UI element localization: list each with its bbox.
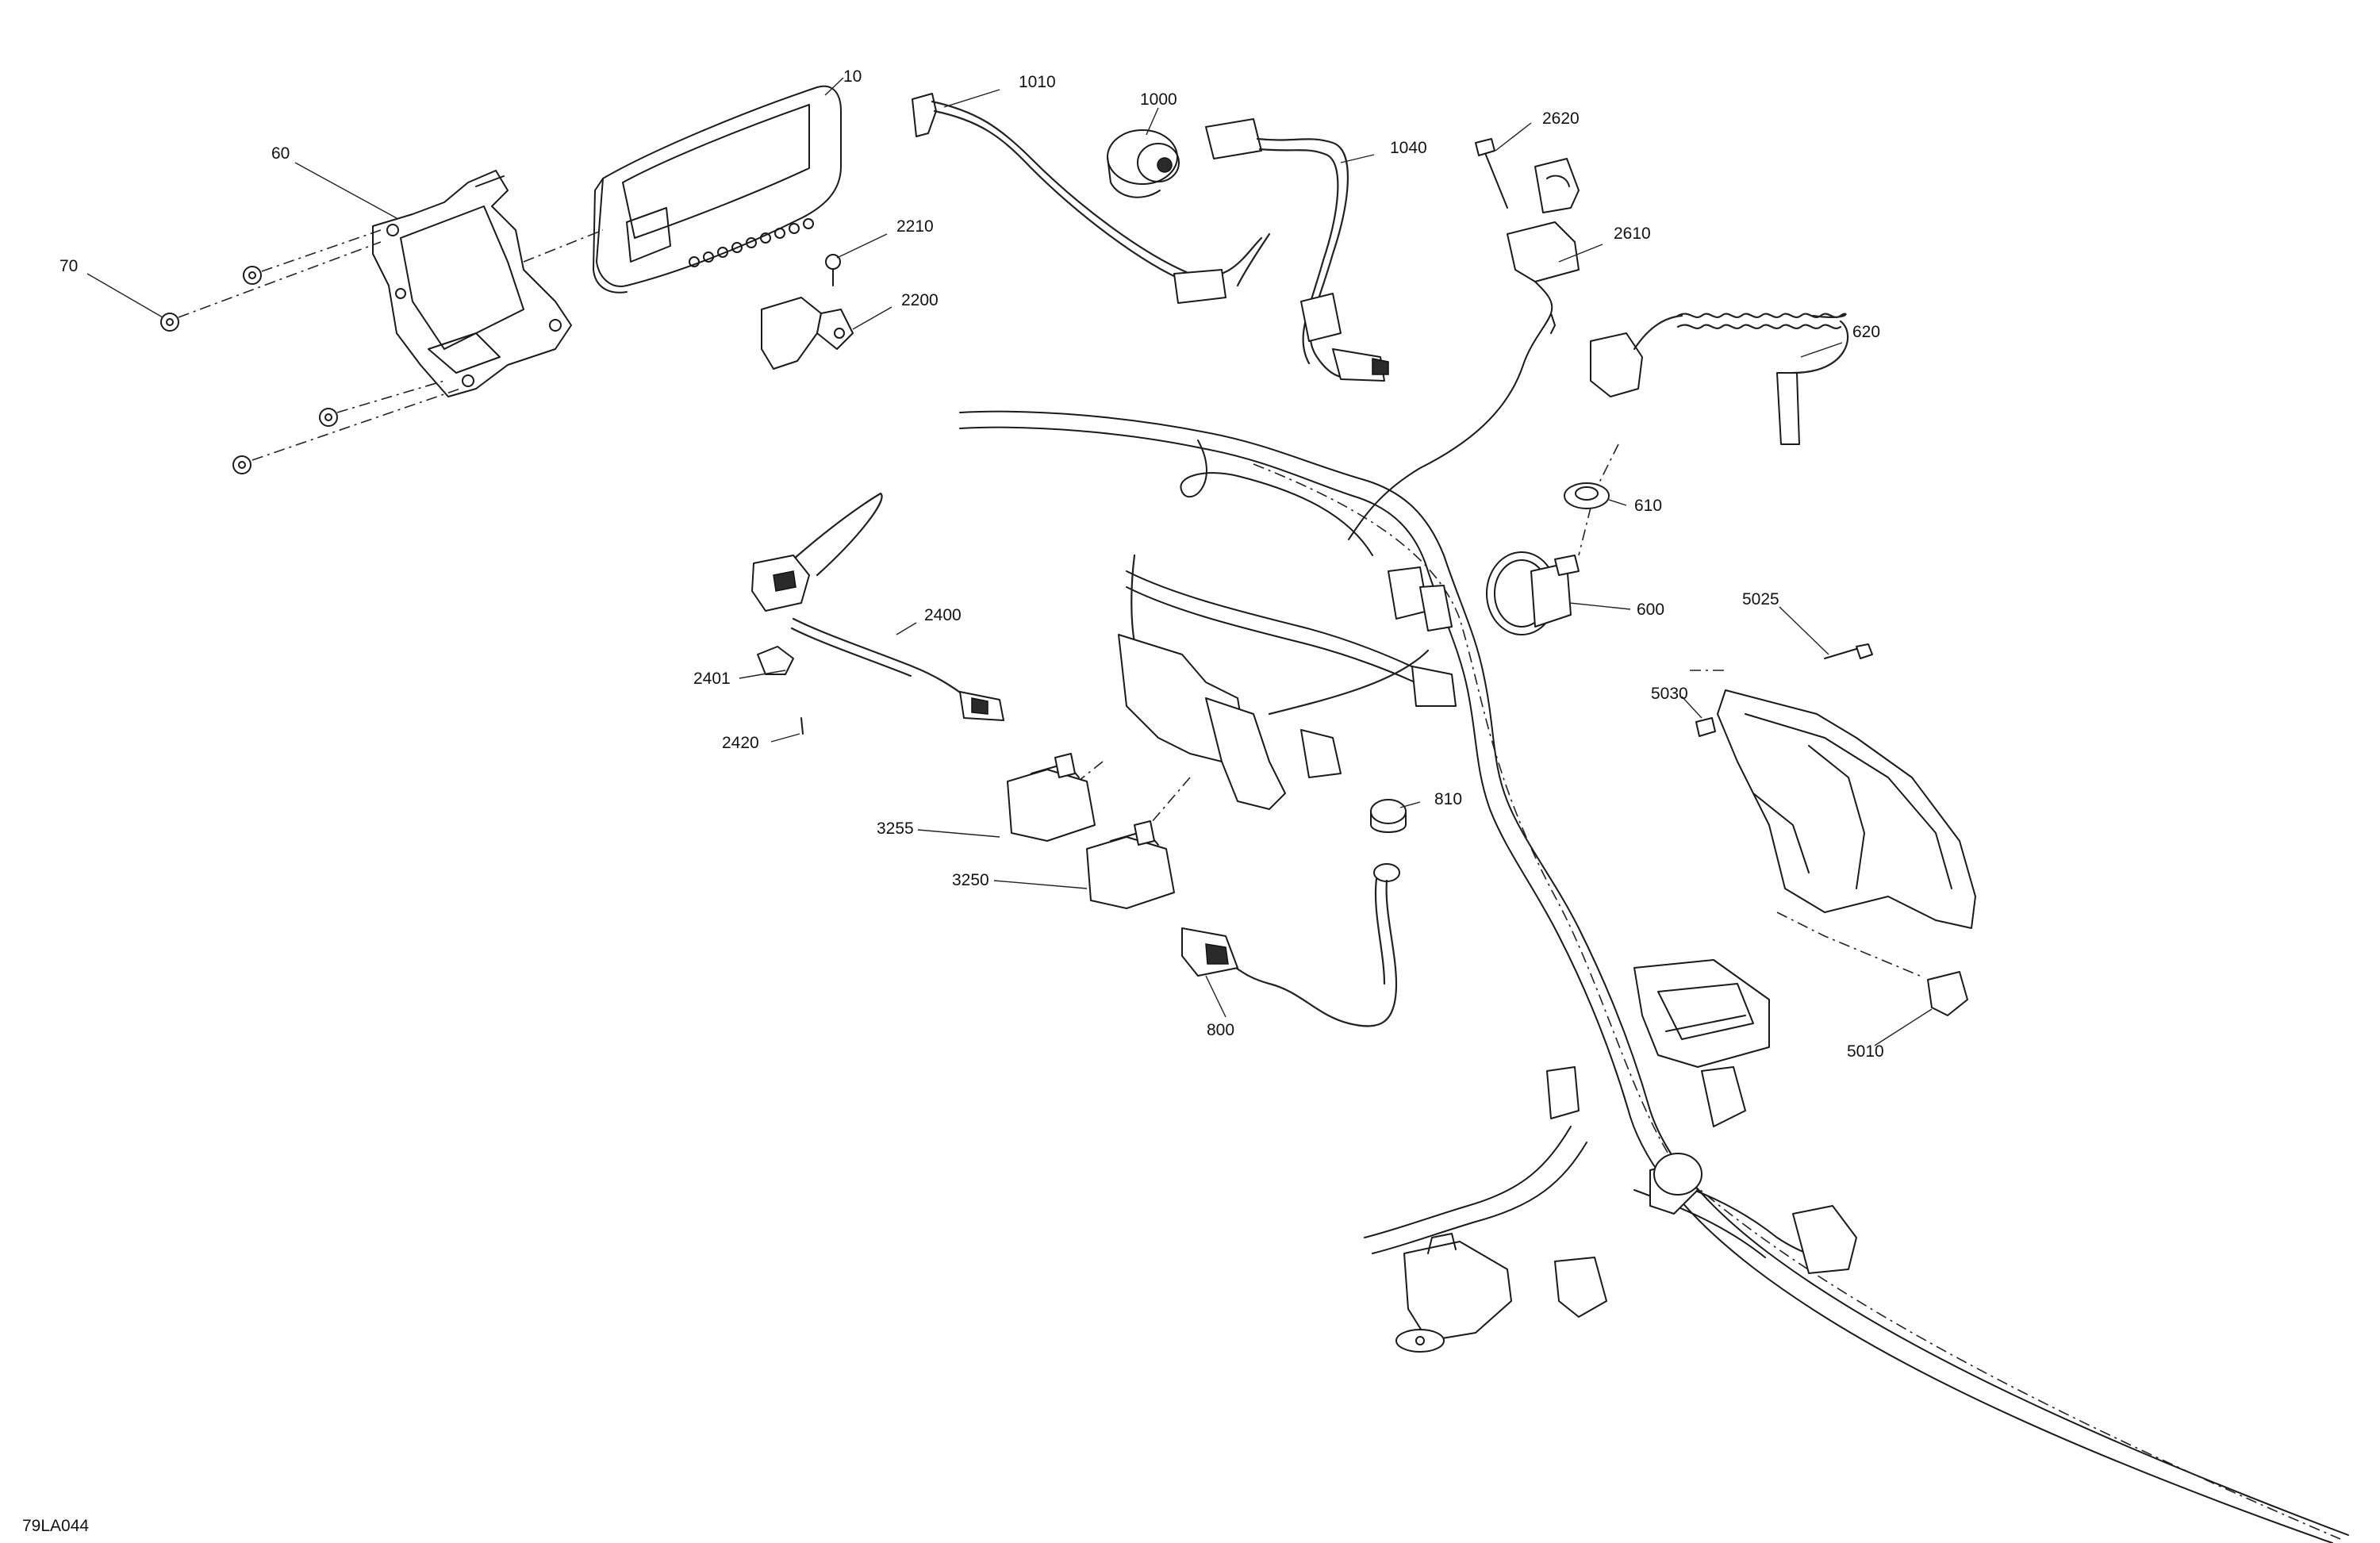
- callout-70: 70: [60, 257, 78, 275]
- callout-800: 800: [1207, 1021, 1234, 1039]
- screw-3: [319, 408, 338, 427]
- harness-lead-part-1010: [912, 93, 1271, 304]
- switch-part-3255: [1007, 753, 1096, 842]
- callout-810: 810: [1434, 790, 1462, 808]
- tether-cord-part-620: [1590, 313, 1849, 445]
- callout-620: 620: [1852, 323, 1880, 341]
- leader-lines: [86, 77, 1933, 1046]
- ecm-module: [1695, 643, 1976, 1016]
- drawing-code: 79LA044: [22, 1517, 89, 1535]
- relay-connector-lower: [1554, 1257, 1607, 1318]
- callout-2610: 2610: [1614, 225, 1651, 243]
- callout-1010: 1010: [1019, 73, 1056, 91]
- switch-part-3250: [1086, 820, 1175, 909]
- callout-60: 60: [271, 144, 290, 163]
- ring-nut-part-610: [1564, 482, 1610, 509]
- callout-5025: 5025: [1742, 590, 1779, 608]
- relay-part-2610: [1348, 138, 1580, 540]
- harness-part-1040: [1205, 118, 1389, 382]
- callout-10: 10: [843, 67, 862, 86]
- callout-2620: 2620: [1542, 109, 1580, 128]
- callout-2401: 2401: [693, 670, 731, 688]
- callout-3255: 3255: [877, 819, 914, 838]
- callout-labels: 10 60 70 1010 1000 1040 2620 2610 2210 2…: [60, 67, 1884, 1061]
- harness-connectors-lower: [1546, 1066, 1857, 1274]
- callout-610: 610: [1634, 497, 1662, 515]
- callout-5010: 5010: [1847, 1042, 1884, 1061]
- callout-5030: 5030: [1651, 685, 1688, 703]
- callout-600: 600: [1637, 601, 1664, 619]
- screw-2: [243, 266, 262, 285]
- main-wiring-harness: [959, 410, 2349, 1543]
- fuse-box: [1633, 959, 1770, 1068]
- assembly-lines: [178, 229, 1921, 977]
- callout-1000: 1000: [1140, 90, 1177, 109]
- callout-1040: 1040: [1390, 139, 1427, 157]
- connector-cluster: [1118, 554, 1457, 810]
- screw-1: [160, 313, 179, 332]
- power-outlet-part-1000: [1107, 129, 1180, 198]
- ignition-switch-part-600: [1486, 551, 1580, 635]
- display-gauge-part-10: [593, 85, 842, 294]
- starter-solenoid: [1395, 1233, 1512, 1353]
- callout-3250: 3250: [952, 871, 989, 889]
- harness-adapter-part-800: [1181, 863, 1400, 1027]
- callout-2210: 2210: [896, 217, 934, 236]
- gauge-support-bracket-part-60: [372, 170, 572, 397]
- sensor-lead-part-2400: [751, 492, 1004, 735]
- screw-4: [232, 455, 251, 474]
- gauge-indicator-dots: [689, 218, 814, 267]
- sensor-part-2200: [761, 254, 854, 370]
- callout-2200: 2200: [901, 291, 939, 309]
- callout-2400: 2400: [924, 606, 962, 624]
- cap-part-810: [1370, 799, 1407, 833]
- coil: [1676, 313, 1847, 329]
- callout-2420: 2420: [722, 734, 759, 752]
- screws-part-70: [160, 266, 338, 474]
